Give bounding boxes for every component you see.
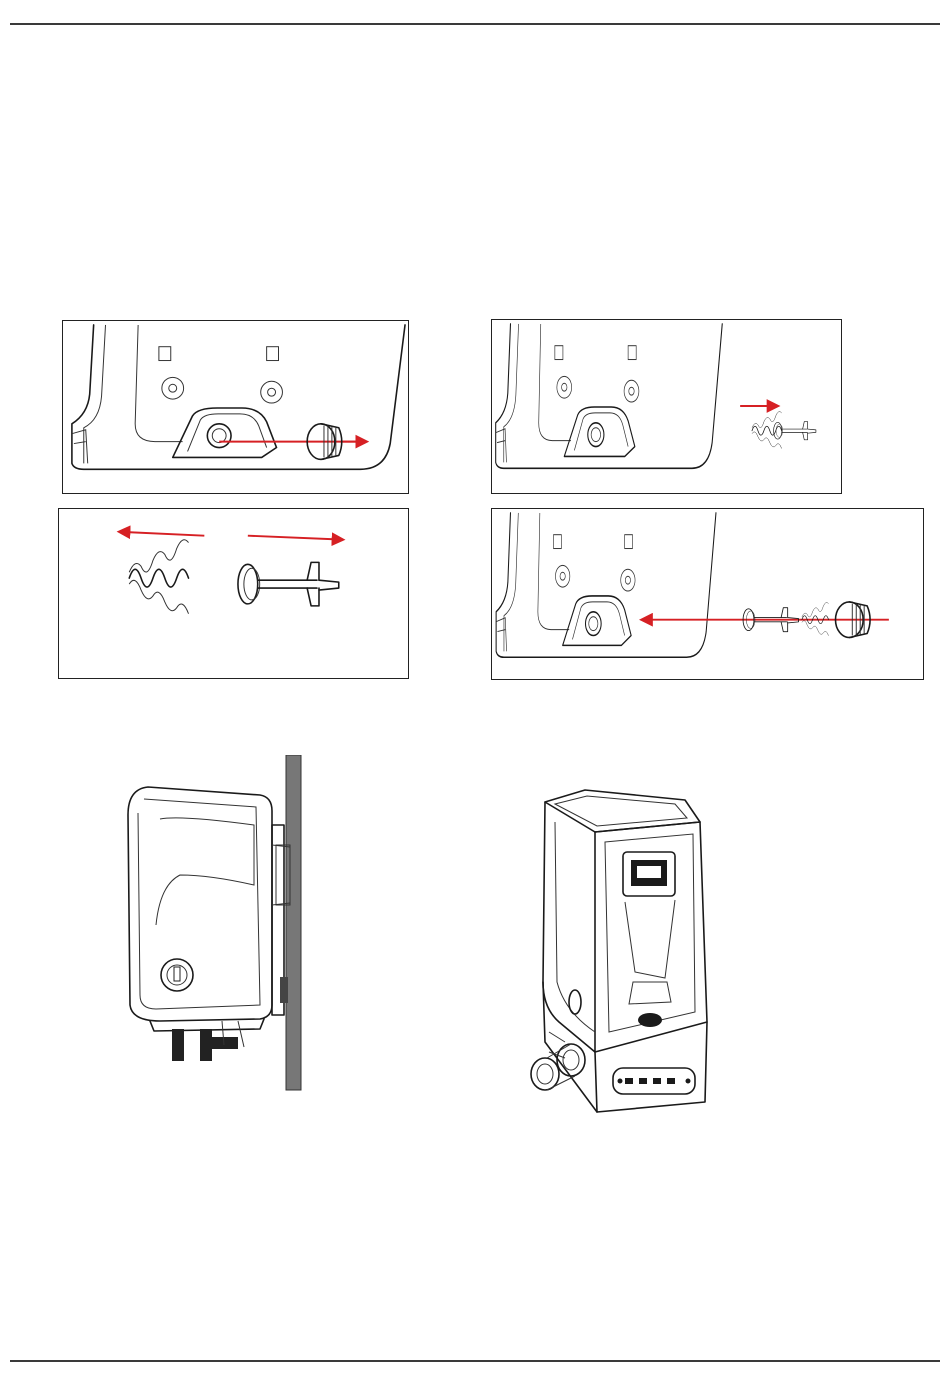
- check-valve-icon: [238, 562, 339, 605]
- pump-side-icon: [128, 787, 290, 1061]
- figure-pump-standing: [525, 782, 720, 1122]
- figure-pump-wall-mounted: [120, 755, 310, 1095]
- figure-valve-cap-removal: [62, 320, 409, 494]
- check-valve-icon: [752, 411, 782, 448]
- pump-base-icon: [492, 320, 841, 493]
- pump-base-icon: [492, 509, 923, 679]
- figure-valve-extraction: [491, 319, 842, 494]
- wall-icon: [286, 755, 301, 1090]
- top-rule: [10, 23, 940, 25]
- figure-valve-reassembly: [491, 508, 924, 680]
- red-arrow-icon: [119, 532, 204, 536]
- pump-front-icon: [525, 782, 720, 1122]
- figure-valve-disassembly: [58, 508, 409, 679]
- spring-icon: [129, 540, 188, 614]
- bottom-rule: [10, 1360, 940, 1362]
- pump-base-icon: [63, 321, 408, 493]
